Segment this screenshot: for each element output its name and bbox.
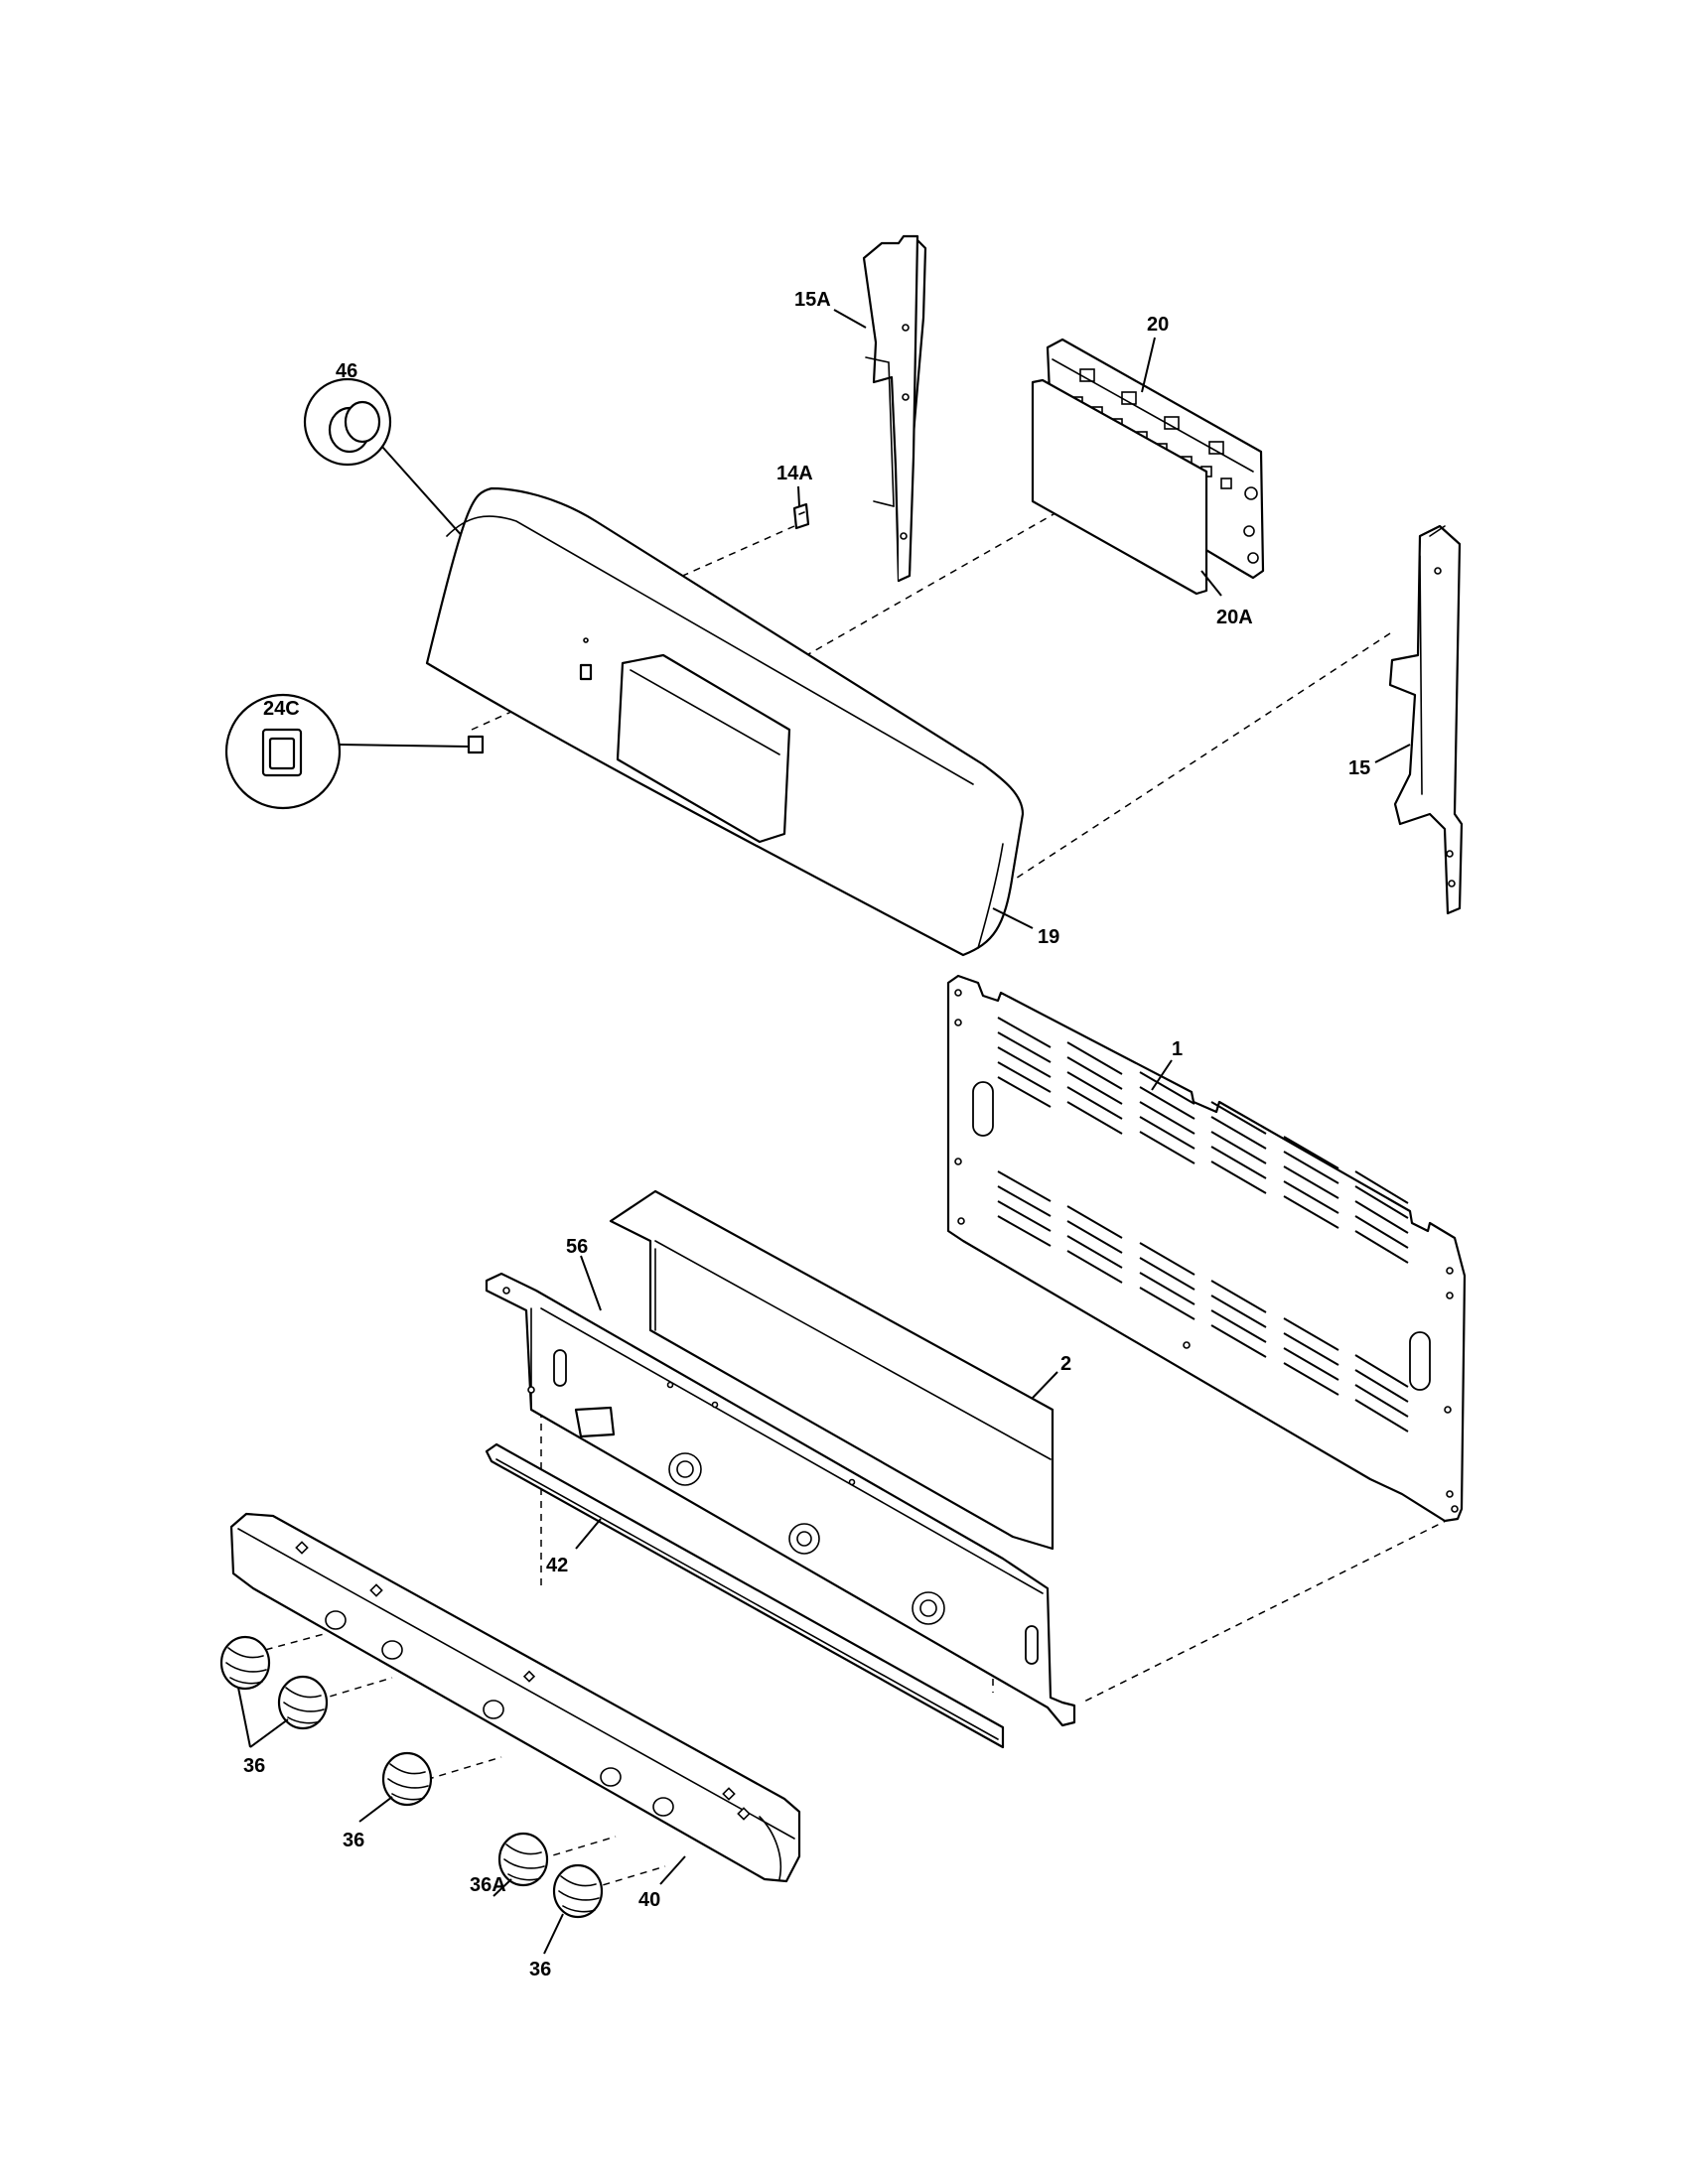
callout-2: 2 xyxy=(1060,1353,1071,1375)
callout-19: 19 xyxy=(1038,926,1059,948)
knob-36a xyxy=(497,1832,549,1887)
part-1-rear-panel xyxy=(946,974,1467,1523)
part-20-control-board xyxy=(1031,338,1265,596)
callout-1: 1 xyxy=(1172,1038,1183,1060)
callout-15: 15 xyxy=(1348,757,1370,779)
callout-15a: 15A xyxy=(794,289,831,311)
callout-46: 46 xyxy=(336,360,357,382)
part-24c-detail xyxy=(224,693,485,810)
part-14a-switch xyxy=(792,502,810,530)
callout-labels: 46 24C 15A 14A 20 20A 15 19 1 56 2 42 36… xyxy=(243,289,1370,1980)
callout-14a: 14A xyxy=(776,463,813,484)
part-15-bracket xyxy=(1388,524,1464,915)
callout-20a: 20A xyxy=(1216,607,1253,628)
callout-36-second: 36 xyxy=(343,1830,364,1851)
callout-leaders xyxy=(237,309,1411,1955)
knob-36-second xyxy=(277,1675,329,1730)
callout-20: 20 xyxy=(1147,314,1169,336)
callout-24c: 24C xyxy=(263,698,300,720)
callout-36a: 36A xyxy=(470,1874,506,1896)
callout-36-first: 36 xyxy=(243,1755,265,1777)
callout-40: 40 xyxy=(638,1889,660,1911)
callout-42: 42 xyxy=(546,1555,568,1576)
part-19-backguard xyxy=(425,486,1025,957)
part-15a-bracket xyxy=(862,234,927,583)
callout-56: 56 xyxy=(566,1236,588,1258)
callout-36-third: 36 xyxy=(529,1959,551,1980)
knob-36-first xyxy=(219,1635,271,1691)
part-56-manifold-panel xyxy=(485,1272,1076,1727)
part-42-trim-strip xyxy=(485,1442,1005,1749)
part-40-control-panel xyxy=(229,1512,801,1883)
part-2-shield xyxy=(609,1189,1055,1551)
knob-36-fourth xyxy=(552,1863,604,1919)
knob-36-third xyxy=(381,1751,433,1807)
